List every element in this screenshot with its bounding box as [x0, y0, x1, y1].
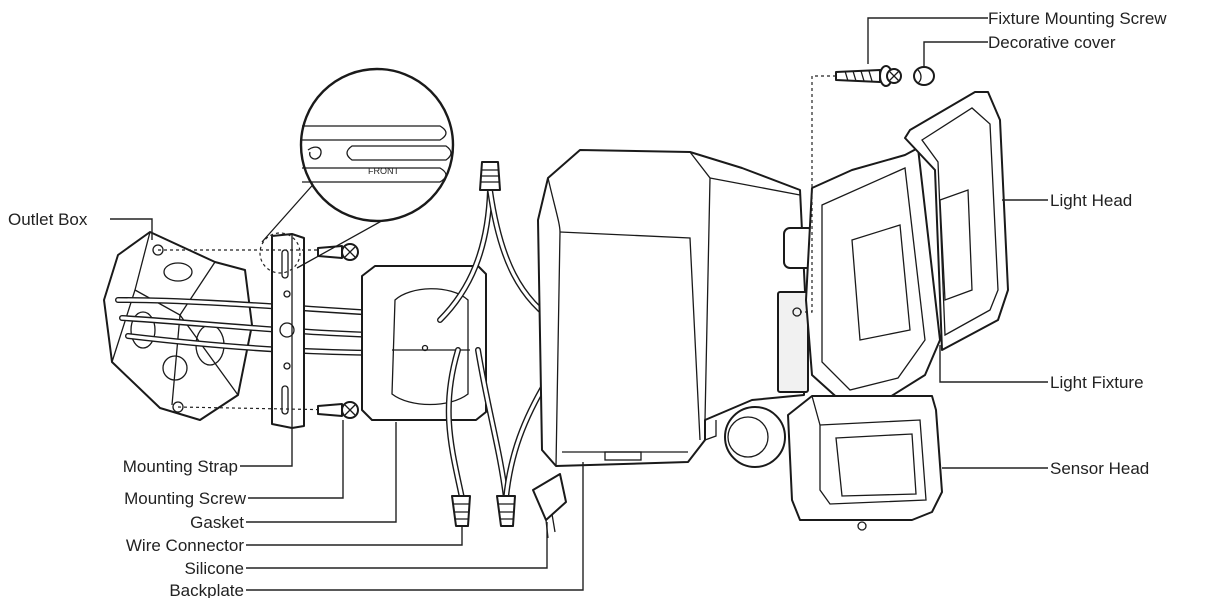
- sensor-knob: [724, 406, 786, 468]
- light-head-right: [904, 91, 1009, 351]
- fixture-mounting-screw: [835, 65, 902, 87]
- label-backplate: Backplate: [169, 581, 244, 598]
- detail-magnifier: FRONT: [261, 67, 455, 269]
- outlet-box: [103, 231, 253, 421]
- label-gasket: Gasket: [190, 513, 244, 532]
- label-light-fixture: Light Fixture: [1050, 373, 1144, 392]
- front-marking: FRONT: [368, 166, 399, 176]
- mounting-strap: [271, 233, 305, 429]
- label-outlet-box: Outlet Box: [8, 210, 88, 229]
- label-light-head: Light Head: [1050, 191, 1132, 210]
- silicone-tube: [532, 473, 567, 539]
- label-decorative-cover: Decorative cover: [988, 33, 1116, 52]
- label-mounting-screw: Mounting Screw: [124, 489, 247, 508]
- wire-connector-top: [479, 161, 501, 191]
- sensor-head: [787, 395, 943, 531]
- decorative-cover: [913, 66, 935, 86]
- mounting-screw-lower: [317, 401, 359, 419]
- arm-bracket: [777, 227, 815, 393]
- wire-connector-left: [451, 495, 471, 527]
- label-fixture-mounting-screw: Fixture Mounting Screw: [988, 9, 1167, 28]
- backplate: [537, 149, 807, 467]
- label-sensor-head: Sensor Head: [1050, 459, 1149, 478]
- leader-lines: [110, 17, 1048, 591]
- wire-connector-right: [496, 495, 516, 527]
- label-mounting-strap: Mounting Strap: [123, 457, 238, 476]
- label-silicone: Silicone: [184, 559, 244, 578]
- mounting-screw-upper: [317, 243, 359, 261]
- label-wire-connector: Wire Connector: [126, 536, 244, 555]
- light-head-left: [805, 147, 941, 403]
